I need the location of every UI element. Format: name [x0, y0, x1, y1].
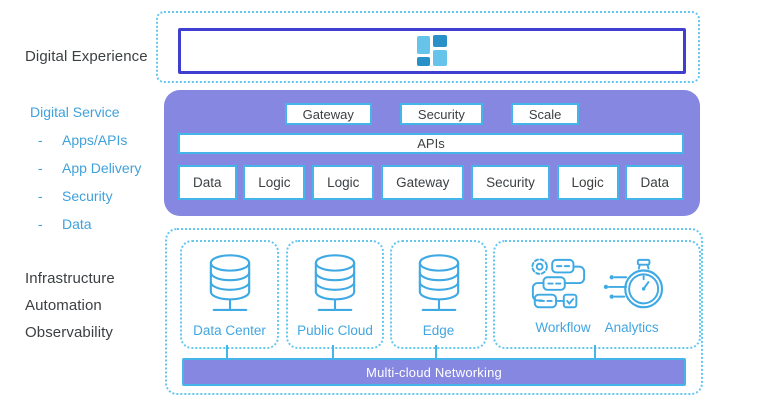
node-label: Edge	[422, 323, 455, 338]
gateway-box: Gateway	[284, 103, 372, 125]
database-icon-wrap	[416, 253, 462, 317]
connector-line	[226, 345, 228, 358]
service-bottom-row: Data Logic Logic Gateway Security Logic …	[178, 165, 684, 200]
connector-line	[435, 345, 437, 358]
bullet-dash: -	[38, 132, 43, 148]
bullet-dash: -	[38, 160, 43, 176]
service-item-label: Security	[62, 188, 113, 204]
infra-layer-container: Data Center Public Cloud	[165, 228, 703, 395]
data-center-node: Data Center	[180, 240, 279, 349]
logic-box: Logic	[556, 165, 619, 200]
logic-box: Logic	[312, 165, 375, 200]
service-item-data: - Data	[38, 216, 92, 232]
database-icon	[209, 254, 250, 311]
workflow-label: Workflow	[535, 320, 591, 335]
bullet-dash: -	[38, 188, 43, 204]
node-label: Public Cloud	[297, 323, 373, 338]
tool-icons-row	[527, 256, 667, 314]
database-icon	[314, 254, 356, 311]
service-item-label: App Delivery	[62, 160, 142, 176]
logic-box: Logic	[243, 165, 306, 200]
analytics-icon	[603, 258, 664, 309]
analytics-label: Analytics	[604, 320, 659, 335]
bullet-dash: -	[38, 216, 43, 232]
node-label: Data Center	[193, 323, 266, 338]
service-item-label: Apps/APIs	[62, 132, 128, 148]
connector-line	[332, 345, 334, 358]
multi-cloud-networking-bar: Multi-cloud Networking	[182, 358, 686, 386]
tools-node: Workflow Analytics	[493, 240, 701, 349]
infra-label-observability: Observability	[25, 324, 113, 341]
service-layer-container: Gateway Security Scale APIs Data Logic L…	[164, 90, 700, 216]
database-icon-wrap	[312, 253, 358, 317]
database-icon-wrap	[207, 253, 253, 317]
data-box: Data	[625, 165, 684, 200]
service-layer-heading: Digital Service	[30, 104, 120, 120]
workflow-icon	[531, 258, 586, 309]
experience-app-box	[178, 28, 686, 74]
edge-node: Edge	[390, 240, 487, 349]
infra-label-infrastructure: Infrastructure	[25, 270, 115, 287]
service-top-row: Gateway Security Scale	[164, 103, 700, 125]
service-item-security: - Security	[38, 188, 113, 204]
security-box: Security	[471, 165, 550, 200]
connector-line	[594, 345, 596, 358]
security-box: Security	[399, 103, 483, 125]
apis-bar: APIs	[178, 133, 684, 154]
service-item-apps-apis: - Apps/APIs	[38, 132, 127, 148]
service-item-label: Data	[62, 216, 92, 232]
data-box: Data	[178, 165, 237, 200]
scale-box: Scale	[510, 103, 580, 125]
experience-layer-container	[156, 11, 700, 83]
infra-label-automation: Automation	[25, 297, 102, 314]
database-icon	[418, 254, 459, 311]
experience-layer-label: Digital Experience	[25, 48, 148, 65]
tool-labels-row: Workflow Analytics	[535, 320, 658, 335]
service-item-app-delivery: - App Delivery	[38, 160, 141, 176]
gateway-box: Gateway	[381, 165, 465, 200]
public-cloud-node: Public Cloud	[286, 240, 384, 349]
app-grid-icon	[417, 35, 447, 66]
